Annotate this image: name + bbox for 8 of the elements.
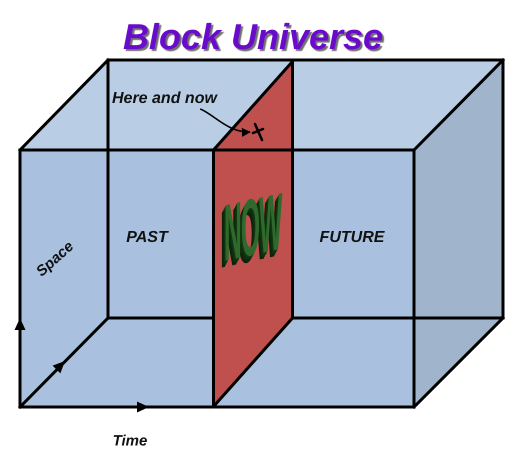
plane-text: NOW bbox=[224, 180, 282, 274]
diagram-title: Block Universe bbox=[122, 19, 384, 55]
region-label: PAST bbox=[126, 230, 168, 246]
annotation-text: Here and now bbox=[112, 91, 217, 107]
region-label: FUTURE bbox=[320, 230, 384, 246]
axis-label: Time bbox=[112, 434, 148, 448]
cross-icon bbox=[251, 122, 265, 142]
leader-arrow bbox=[200, 108, 251, 136]
